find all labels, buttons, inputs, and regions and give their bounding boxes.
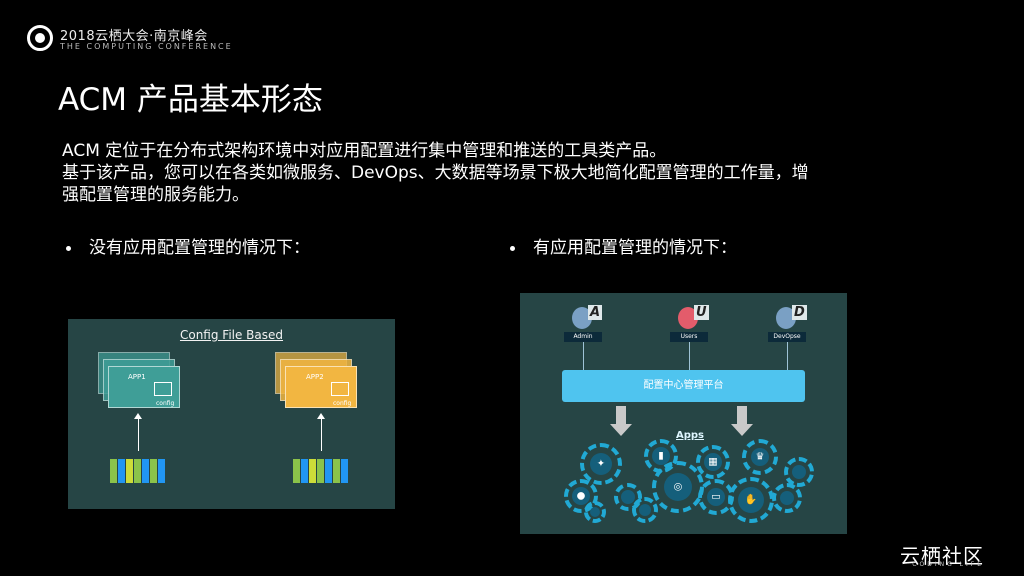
intro-text: ACM 定位于在分布式架构环境中对应用配置进行集中管理和推送的工具类产品。 基于… [62, 140, 922, 206]
arrow-up-icon [134, 413, 142, 451]
arrow-up-icon [317, 413, 325, 451]
page-title: ACM 产品基本形态 [58, 82, 323, 118]
connector-line [583, 342, 584, 370]
config-file-icon [154, 382, 172, 396]
config-label: config [333, 400, 352, 407]
user-tag: Users [670, 332, 708, 342]
config-file-based-diagram: Config File Based APP1 config APP2 confi… [68, 319, 395, 509]
megaphone-gear-icon [772, 483, 802, 513]
bullet-dot-icon [66, 245, 71, 251]
people-group-icon [293, 459, 348, 483]
config-file-icon [331, 382, 349, 396]
devops-avatar-icon [776, 307, 796, 329]
user-letter: U [694, 305, 709, 320]
admin-user: A Admin [564, 305, 604, 370]
app2-label: APP2 [306, 373, 324, 381]
idea-gear-icon: ✦ [580, 443, 622, 485]
info-gear-icon [584, 501, 606, 523]
admin-avatar-icon [572, 307, 592, 329]
app1-card [108, 366, 180, 408]
target-gear-icon: ◎ [652, 461, 704, 513]
intro-line: ACM 定位于在分布式架构环境中对应用配置进行集中管理和推送的工具类产品。 [62, 141, 667, 161]
bullet-dot-icon [510, 245, 515, 251]
bullet-label: 没有应用配置管理的情况下： [89, 238, 310, 258]
user-avatar-icon [678, 307, 698, 329]
intro-line: 基于该产品，您可以在各类如微服务、DevOps、大数据等场景下极大地简化配置管理… [62, 163, 809, 183]
pen-gear-icon [632, 497, 658, 523]
bullet-label: 有应用配置管理的情况下： [533, 238, 737, 258]
devops-user: D DevOpse [768, 305, 808, 370]
end-user: U Users [670, 305, 710, 370]
config-center-diagram: A Admin U Users D DevOpse 配置中心管理平台 Apps … [520, 293, 847, 534]
people-group-icon [110, 459, 165, 483]
user-tag: Admin [564, 332, 602, 342]
user-letter: A [588, 305, 603, 320]
footer-subtitle: CODING LIFE [912, 561, 984, 568]
settings-gear-icon [784, 457, 814, 487]
arrow-down-icon [731, 406, 753, 436]
bullet-without-acm: 没有应用配置管理的情况下： [66, 233, 310, 258]
conference-logo-icon [27, 25, 53, 51]
connector-line [689, 342, 690, 370]
user-letter: D [792, 305, 807, 320]
calendar-gear-icon: ▦ [696, 445, 730, 479]
apps-label: Apps [676, 430, 705, 441]
team-gear-icon: ● [564, 479, 598, 513]
trophy-gear-icon: ♛ [742, 439, 778, 475]
app2-card [285, 366, 357, 408]
conference-title: 2018云栖大会·南京峰会 [60, 29, 208, 44]
conference-subtitle: THE COMPUTING CONFERENCE [60, 42, 233, 51]
connector-line [787, 342, 788, 370]
arrow-down-icon [610, 406, 632, 436]
user-tag: DevOpse [768, 332, 806, 342]
bullet-with-acm: 有应用配置管理的情况下： [510, 233, 737, 258]
app1-label: APP1 [128, 373, 146, 381]
config-label: config [156, 400, 175, 407]
intro-line: 强配置管理的服务能力。 [62, 185, 249, 205]
diagram-title: Config File Based [179, 328, 284, 342]
config-center-platform: 配置中心管理平台 [562, 370, 805, 402]
footer-brand: 云栖社区 [900, 544, 984, 568]
handshake-gear-icon: ✋ [728, 477, 774, 523]
